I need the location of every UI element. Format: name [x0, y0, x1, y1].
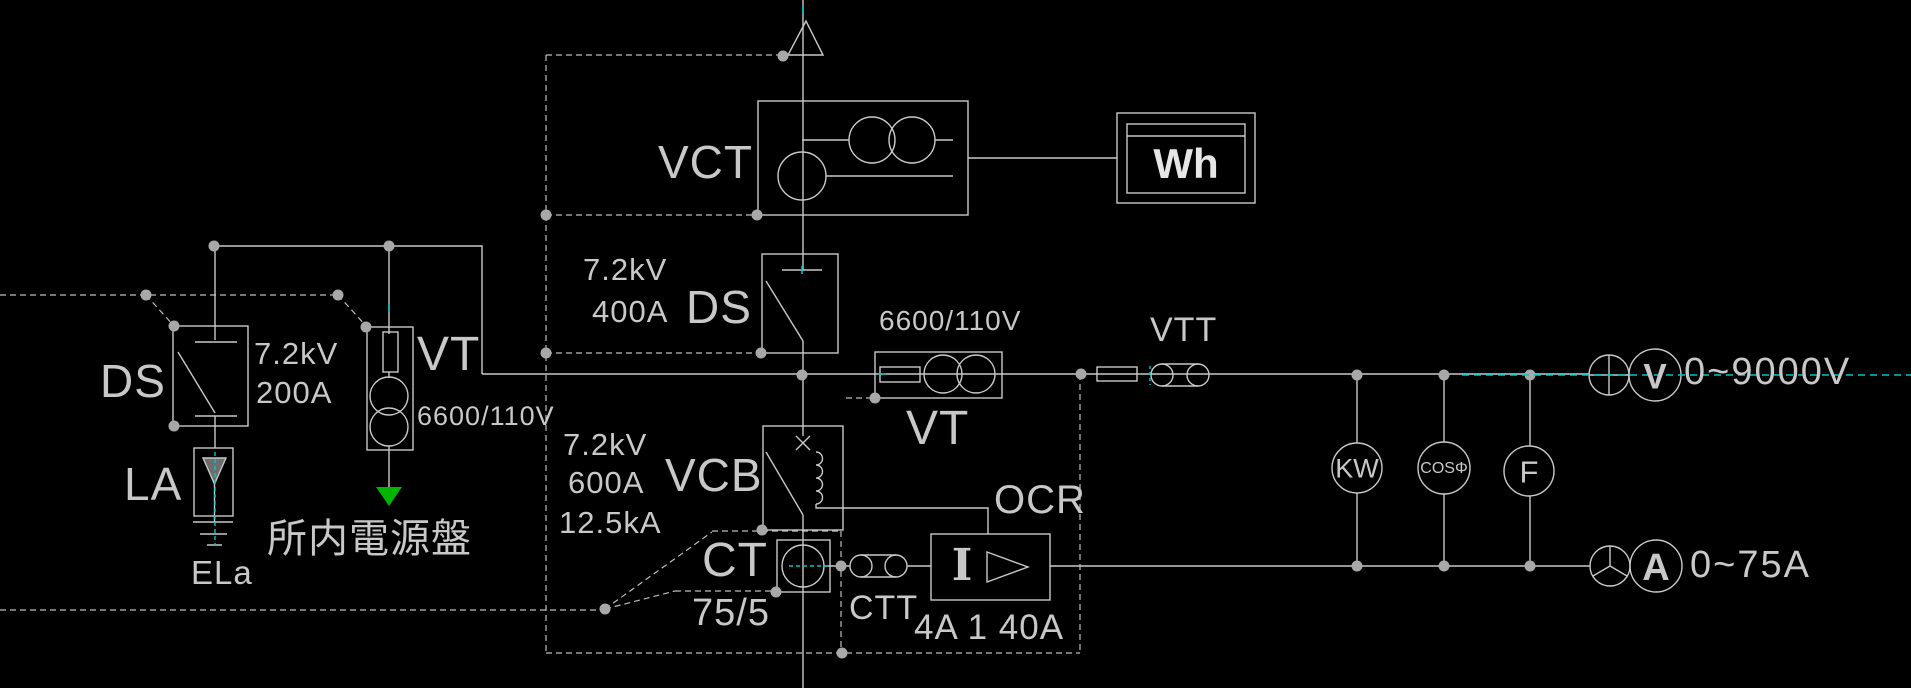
- junction-grip-dots[interactable]: [140, 50, 1536, 659]
- schematic-lines[interactable]: [172, 0, 1683, 688]
- incoming-arrow-icon[interactable]: [786, 19, 825, 56]
- label-ds-left-voltage: 7.2kV: [254, 336, 339, 371]
- ocr-current-element: I: [951, 540, 973, 591]
- panel-boundary-dashed-lines[interactable]: [0, 54, 1081, 654]
- label-ocr-settings: 4A 1 40A: [914, 608, 1065, 647]
- station-feed-arrow-icon[interactable]: [376, 487, 402, 506]
- wh-meter-box[interactable]: [1116, 112, 1256, 204]
- label-ds-main: DS: [686, 281, 752, 333]
- label-vcb: VCB: [665, 449, 763, 501]
- cos-phi-meter-label: COSΦ: [1420, 460, 1468, 477]
- label-station-panel: 所内電源盤: [267, 517, 472, 561]
- ammeter-range-label: 0~75A: [1690, 544, 1811, 586]
- label-ct: CT: [702, 534, 768, 587]
- ds-main-symbol[interactable]: [761, 253, 839, 354]
- label-vt-left: VT: [417, 328, 481, 381]
- cos-phi-meter-circle: [1417, 441, 1471, 495]
- ground-icon: [193, 521, 233, 546]
- frequency-meter-circle: [1503, 445, 1555, 497]
- label-ds-left-current: 200A: [256, 375, 333, 410]
- label-vt-main: VT: [906, 402, 970, 455]
- label-vcb-voltage: 7.2kV: [563, 427, 648, 462]
- kw-meter-circle: [1331, 442, 1383, 494]
- label-vtt: VTT: [1150, 311, 1218, 349]
- label-vt-main-ratio: 6600/110V: [879, 305, 1022, 336]
- vtt-symbol[interactable]: [1096, 363, 1210, 387]
- label-ela: ELa: [191, 554, 253, 591]
- label-ds-main-voltage: 7.2kV: [583, 252, 668, 287]
- ocr-relay-box[interactable]: [930, 533, 1051, 601]
- label-ctt: CTT: [849, 589, 919, 627]
- vt-main-symbol[interactable]: [874, 351, 1003, 399]
- label-ds-left: DS: [100, 355, 166, 407]
- label-la: LA: [124, 458, 183, 510]
- selection-highlights[interactable]: [214, 5, 1911, 567]
- label-vct: VCT: [658, 136, 753, 188]
- vct-symbol[interactable]: [757, 100, 1117, 216]
- ds-left-symbol[interactable]: [172, 246, 249, 448]
- greater-than-icon: [986, 550, 1031, 584]
- frequency-meter-label: F: [1519, 454, 1539, 490]
- kw-meter-label: KW: [1335, 453, 1379, 484]
- label-ct-ratio: 75/5: [692, 592, 770, 634]
- label-ds-main-current: 400A: [592, 294, 669, 329]
- lightning-arrester-symbol[interactable]: [193, 447, 234, 546]
- voltmeter-range-label: 0~9000V: [1684, 351, 1852, 393]
- ammeter-circle: [1629, 539, 1683, 593]
- vt-left-symbol[interactable]: [366, 246, 414, 487]
- label-ocr: OCR: [994, 478, 1086, 522]
- label-vcb-current: 600A: [568, 465, 645, 500]
- left-branch-line[interactable]: [214, 245, 1589, 375]
- wh-meter-label: Wh: [1153, 140, 1219, 187]
- voltmeter-label: V: [1643, 357, 1667, 397]
- vcb-symbol[interactable]: [762, 425, 989, 534]
- label-vt-left-ratio: 6600/110V: [417, 401, 555, 431]
- label-vcb-breaking: 12.5kA: [559, 505, 662, 540]
- ammeter-group[interactable]: [1589, 539, 1683, 593]
- panel-meters[interactable]: [1331, 374, 1555, 566]
- ammeter-label: A: [1642, 547, 1670, 589]
